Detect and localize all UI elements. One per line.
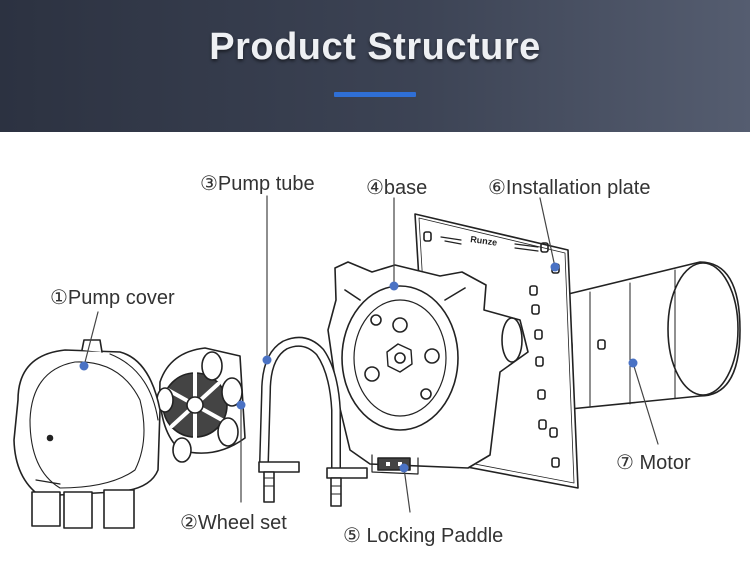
pump-cover-drawing (13, 339, 161, 529)
base-dot (389, 281, 399, 291)
motor-dot (628, 358, 638, 368)
installation-plate-dot (550, 262, 560, 272)
motor-drawing (559, 261, 741, 411)
label-motor: ⑦ Motor (616, 452, 691, 474)
pump-tube-drawing (258, 336, 368, 507)
title-underline (334, 92, 416, 97)
page-title: Product Structure (209, 26, 541, 68)
pump-tube-dot (262, 355, 272, 365)
label-base: ④base (366, 177, 428, 199)
label-pump-tube: ③Pump tube (200, 173, 315, 195)
label-pump-cover: ①Pump cover (50, 287, 175, 309)
leader-dots (79, 262, 638, 473)
leader-lines (83, 195, 659, 513)
locking-paddle-dot (399, 463, 409, 473)
label-locking-paddle: ⑤ Locking Paddle (343, 525, 504, 547)
header-banner: Product Structure (0, 0, 750, 132)
wheel-set-drawing (156, 347, 246, 463)
exploded-diagram: Runze (13, 195, 741, 529)
base-drawing (327, 261, 529, 475)
label-wheel-set: ②Wheel set (180, 512, 287, 534)
wheel-set-dot (236, 400, 246, 410)
plate-logo: Runze (470, 234, 498, 248)
pump-cover-dot (79, 361, 89, 371)
label-installation-plate: ⑥Installation plate (488, 177, 651, 199)
